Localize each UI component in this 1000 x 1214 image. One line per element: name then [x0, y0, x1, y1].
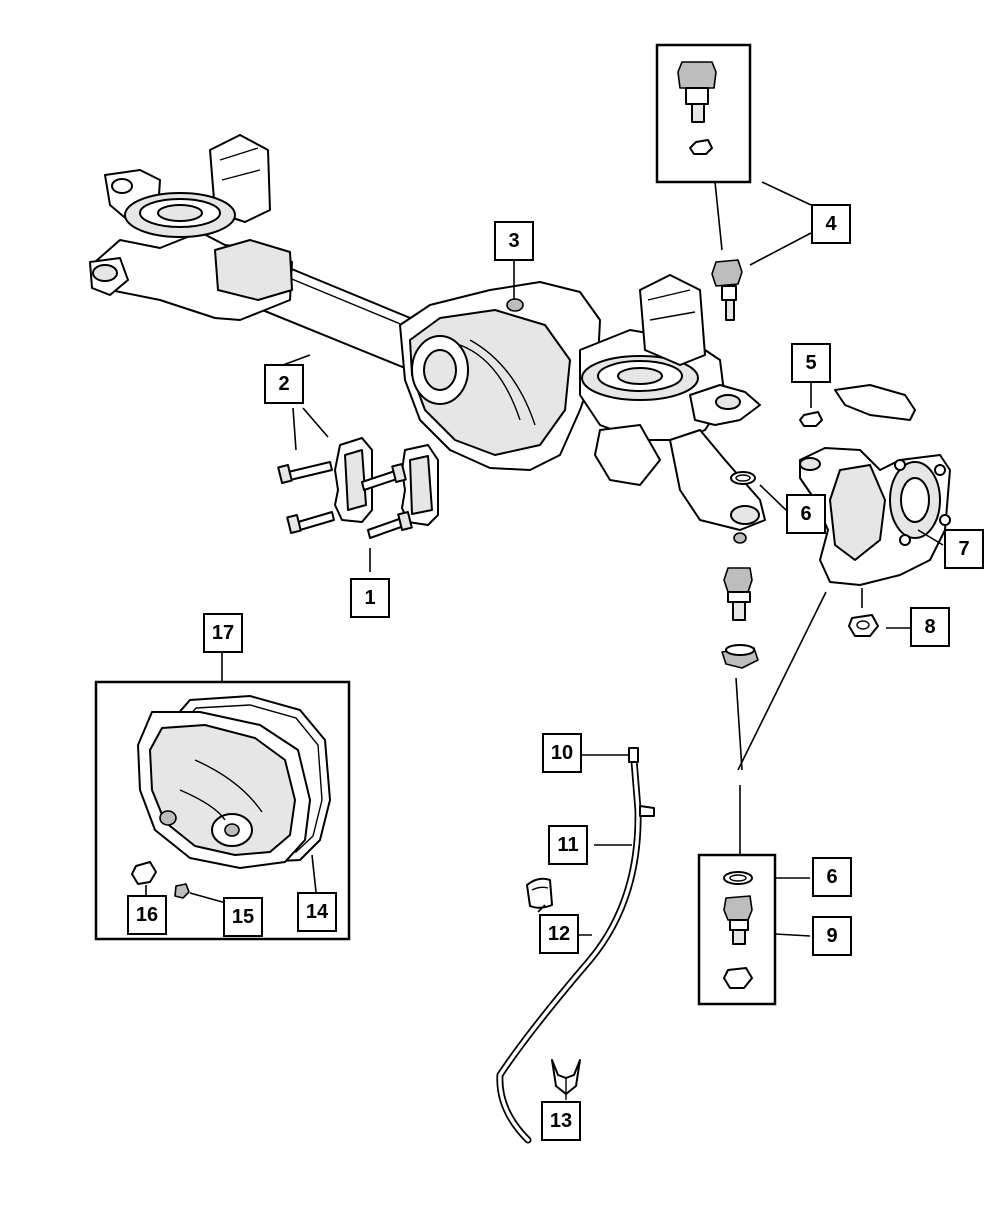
callout-8: 8	[910, 607, 950, 647]
callout-13: 13	[541, 1101, 581, 1141]
cover-kit-box	[94, 680, 351, 941]
callout-16: 16	[127, 895, 167, 935]
callout-5: 5	[791, 343, 831, 383]
callout-11: 11	[548, 825, 588, 865]
callout-4: 4	[811, 204, 851, 244]
upper-ball-joint-box	[655, 43, 752, 184]
callout-12: 12	[539, 914, 579, 954]
upper-ball-joint	[711, 259, 743, 321]
clip-13	[551, 1059, 581, 1100]
callout-15: 15	[223, 897, 263, 937]
callout-2: 2	[264, 364, 304, 404]
lower-ball-joint	[721, 567, 759, 669]
seal-6	[730, 471, 756, 485]
nut-5	[799, 411, 823, 427]
callout-3: 3	[494, 221, 534, 261]
leader-lines	[145, 181, 944, 937]
lower-ball-joint-kit-box	[697, 853, 777, 1006]
steering-knuckle	[799, 384, 951, 586]
nut-8	[848, 614, 879, 637]
axle-housing	[89, 134, 766, 544]
callout-7: 7	[944, 529, 984, 569]
callout-6-lower: 6	[812, 857, 852, 897]
callout-17: 17	[203, 613, 243, 653]
callout-10: 10	[542, 733, 582, 773]
callout-1: 1	[350, 578, 390, 618]
vent-tube	[496, 747, 655, 1144]
bearing-cap-bolts	[277, 461, 413, 539]
clip-12	[526, 877, 553, 909]
callout-9: 9	[812, 916, 852, 956]
callout-6-upper: 6	[786, 494, 826, 534]
callout-14: 14	[297, 892, 337, 932]
bearing-caps	[334, 437, 439, 526]
